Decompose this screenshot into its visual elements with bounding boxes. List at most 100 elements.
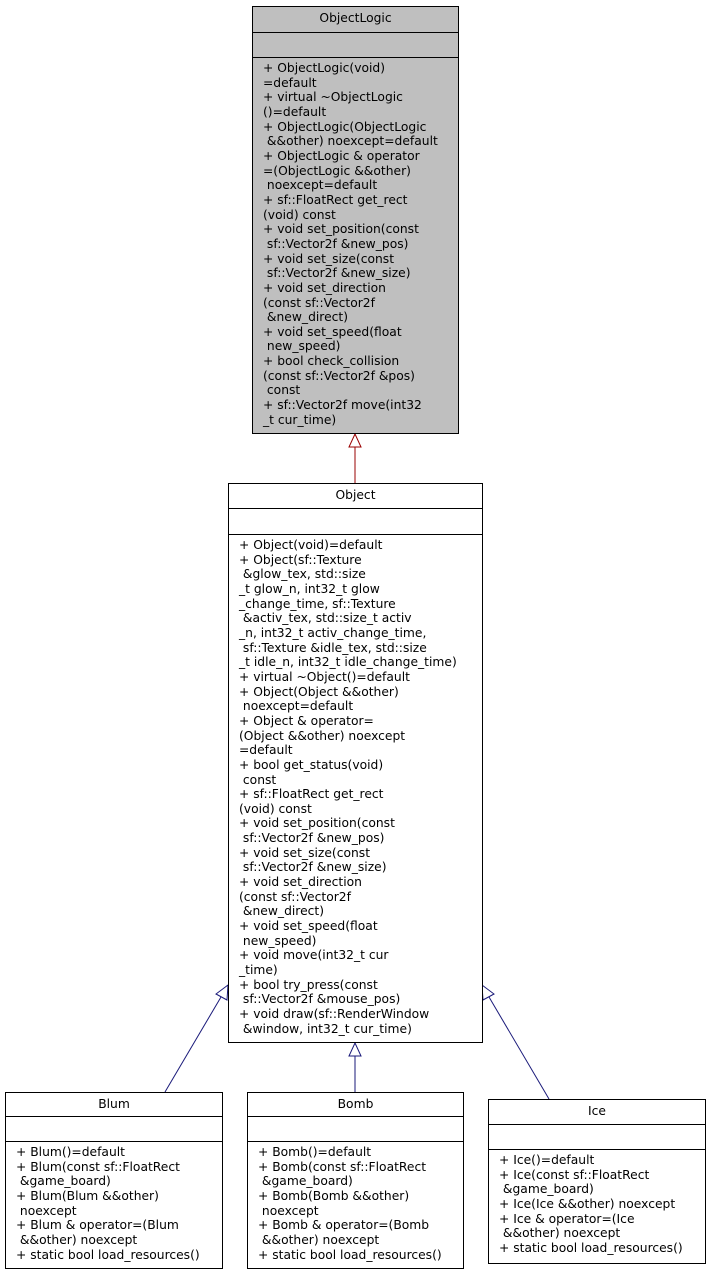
class-operations: + Ice()=default + Ice(const sf::FloatRec… bbox=[489, 1150, 705, 1256]
class-operations: + ObjectLogic(void) =default + virtual ~… bbox=[253, 58, 458, 427]
operation-line: + Ice()=default bbox=[499, 1153, 595, 1167]
class-attributes bbox=[248, 1117, 463, 1142]
operation-line: &activ_tex, std::size_t activ bbox=[239, 611, 412, 626]
operation-line: + Ice & operator=(Ice bbox=[499, 1211, 635, 1226]
operation-line: + void set_size(const bbox=[239, 845, 371, 860]
operation-line: + static bool load_resources() bbox=[258, 1247, 442, 1262]
class-operations: + Object(void)=default + Object(sf::Text… bbox=[229, 535, 482, 1036]
operation-line: &&other) noexcept bbox=[499, 1226, 621, 1241]
operation-line: + Blum()=default bbox=[16, 1145, 126, 1159]
operation-line: + bool try_press(const bbox=[239, 977, 378, 992]
operation-line: + ObjectLogic(void) bbox=[263, 61, 386, 75]
class-operations: + Blum()=default + Blum(const sf::FloatR… bbox=[6, 1142, 222, 1262]
operation-line: + Bomb(const sf::FloatRect bbox=[258, 1159, 427, 1174]
class-attributes bbox=[253, 33, 458, 58]
operation-line: + void set_direction bbox=[263, 280, 386, 295]
operation-line: _n, int32_t activ_change_time, bbox=[239, 625, 427, 640]
class-title: Bomb bbox=[248, 1093, 463, 1117]
operation-line: _time) bbox=[239, 963, 278, 978]
operation-line: ()=default bbox=[263, 104, 327, 119]
operation-line: (Object &&other) noexcept bbox=[239, 728, 406, 743]
operation-line: + void set_speed(float bbox=[239, 919, 378, 934]
operation-line: &glow_tex, std::size bbox=[239, 567, 366, 582]
operation-line: + ObjectLogic & operator bbox=[263, 148, 420, 163]
operation-line: + static bool load_resources() bbox=[16, 1247, 200, 1262]
operation-line: + sf::FloatRect get_rect bbox=[239, 787, 384, 802]
operation-line: const bbox=[239, 772, 277, 787]
arrowhead-ice-object bbox=[481, 983, 495, 1001]
operation-line: &game_board) bbox=[16, 1174, 111, 1189]
operation-line: + void set_position(const bbox=[239, 816, 395, 831]
operation-line: + sf::FloatRect get_rect bbox=[263, 192, 408, 207]
operation-line: _t glow_n, int32_t glow bbox=[239, 581, 380, 596]
operation-line: sf::Texture &idle_tex, std::size bbox=[239, 640, 427, 655]
operation-line: _t idle_n, int32_t idle_change_time) bbox=[239, 655, 457, 670]
class-attributes bbox=[489, 1125, 705, 1150]
operation-line: + Blum & operator=(Blum bbox=[16, 1218, 179, 1233]
operation-line: sf::Vector2f &new_pos) bbox=[263, 236, 409, 251]
operation-line: + Ice(const sf::FloatRect bbox=[499, 1167, 650, 1182]
class-attributes bbox=[229, 509, 482, 535]
operation-line: (void) const bbox=[239, 801, 312, 816]
operation-line: _t cur_time) bbox=[263, 412, 337, 427]
operation-line: (const sf::Vector2f &pos) bbox=[263, 368, 415, 383]
operation-line: sf::Vector2f &new_pos) bbox=[239, 831, 385, 846]
operation-line: + Bomb(Bomb &&other) bbox=[258, 1188, 410, 1203]
operation-line: sf::Vector2f &mouse_pos) bbox=[239, 992, 401, 1007]
operation-line: &&other) noexcept bbox=[258, 1232, 380, 1247]
operation-line: + void move(int32_t cur bbox=[239, 948, 389, 963]
operation-line: + void set_direction bbox=[239, 875, 362, 890]
class-objectlogic: ObjectLogic + ObjectLogic(void) =default… bbox=[252, 6, 459, 434]
operation-line: &window, int32_t cur_time) bbox=[239, 1021, 412, 1036]
operation-line: + Bomb & operator=(Bomb bbox=[258, 1218, 430, 1233]
operation-line: =(ObjectLogic &&other) bbox=[263, 163, 411, 178]
operation-line: noexcept=default bbox=[263, 178, 378, 193]
operation-line: + void draw(sf::RenderWindow bbox=[239, 1007, 430, 1021]
operation-line: + void set_size(const bbox=[263, 251, 395, 266]
edge-blum-object bbox=[164, 996, 222, 1093]
class-title: Ice bbox=[489, 1100, 705, 1125]
operation-line: &&other) noexcept bbox=[16, 1232, 138, 1247]
operation-line: + static bool load_resources() bbox=[499, 1240, 683, 1255]
operation-line: =default bbox=[263, 75, 317, 90]
operation-line: + Object(void)=default bbox=[239, 538, 383, 552]
operation-line: _change_time, sf::Texture bbox=[239, 596, 396, 611]
operation-line: + Bomb()=default bbox=[258, 1145, 372, 1159]
operation-line: + sf::Vector2f move(int32 bbox=[263, 398, 422, 413]
operation-line: noexcept=default bbox=[239, 699, 354, 714]
arrowhead-bomb-object bbox=[348, 1041, 362, 1057]
operation-line: (void) const bbox=[263, 207, 336, 222]
class-title: Blum bbox=[6, 1093, 222, 1117]
operation-line: + virtual ~ObjectLogic bbox=[263, 90, 403, 105]
arrowhead-object-objectlogic bbox=[348, 432, 362, 448]
operation-line: noexcept bbox=[258, 1203, 319, 1218]
operation-line: sf::Vector2f &new_size) bbox=[239, 860, 387, 875]
operation-line: &new_direct) bbox=[263, 310, 349, 325]
operation-line: + virtual ~Object()=default bbox=[239, 669, 410, 684]
operation-line: &game_board) bbox=[258, 1174, 353, 1189]
operation-line: + bool get_status(void) bbox=[239, 757, 384, 772]
operation-line: &game_board) bbox=[499, 1182, 594, 1197]
operation-line: + Blum(const sf::FloatRect bbox=[16, 1159, 180, 1174]
class-title: ObjectLogic bbox=[253, 7, 458, 33]
operation-line: + ObjectLogic(ObjectLogic bbox=[263, 119, 427, 134]
operation-line: + Ice(Ice &&other) noexcept bbox=[499, 1196, 676, 1211]
operation-line: noexcept bbox=[16, 1203, 77, 1218]
class-operations: + Bomb()=default + Bomb(const sf::FloatR… bbox=[248, 1142, 463, 1262]
operation-line: + Blum(Blum &&other) bbox=[16, 1188, 159, 1203]
class-ice: Ice + Ice()=default + Ice(const sf::Floa… bbox=[488, 1099, 706, 1264]
operation-line: const bbox=[263, 383, 301, 398]
operation-line: + Object & operator= bbox=[239, 713, 374, 728]
operation-line: new_speed) bbox=[239, 933, 317, 948]
class-bomb: Bomb + Bomb()=default + Bomb(const sf::F… bbox=[247, 1092, 464, 1269]
operation-line: new_speed) bbox=[263, 339, 341, 354]
operation-line: sf::Vector2f &new_size) bbox=[263, 266, 411, 281]
operation-line: &new_direct) bbox=[239, 904, 325, 919]
operation-line: + bool check_collision bbox=[263, 354, 400, 369]
operation-line: &&other) noexcept=default bbox=[263, 134, 438, 149]
operation-line: + Object(Object &&other) bbox=[239, 684, 399, 699]
class-attributes bbox=[6, 1117, 222, 1142]
operation-line: + void set_speed(float bbox=[263, 324, 402, 339]
operation-line: (const sf::Vector2f bbox=[263, 295, 375, 310]
operation-line: (const sf::Vector2f bbox=[239, 889, 351, 904]
